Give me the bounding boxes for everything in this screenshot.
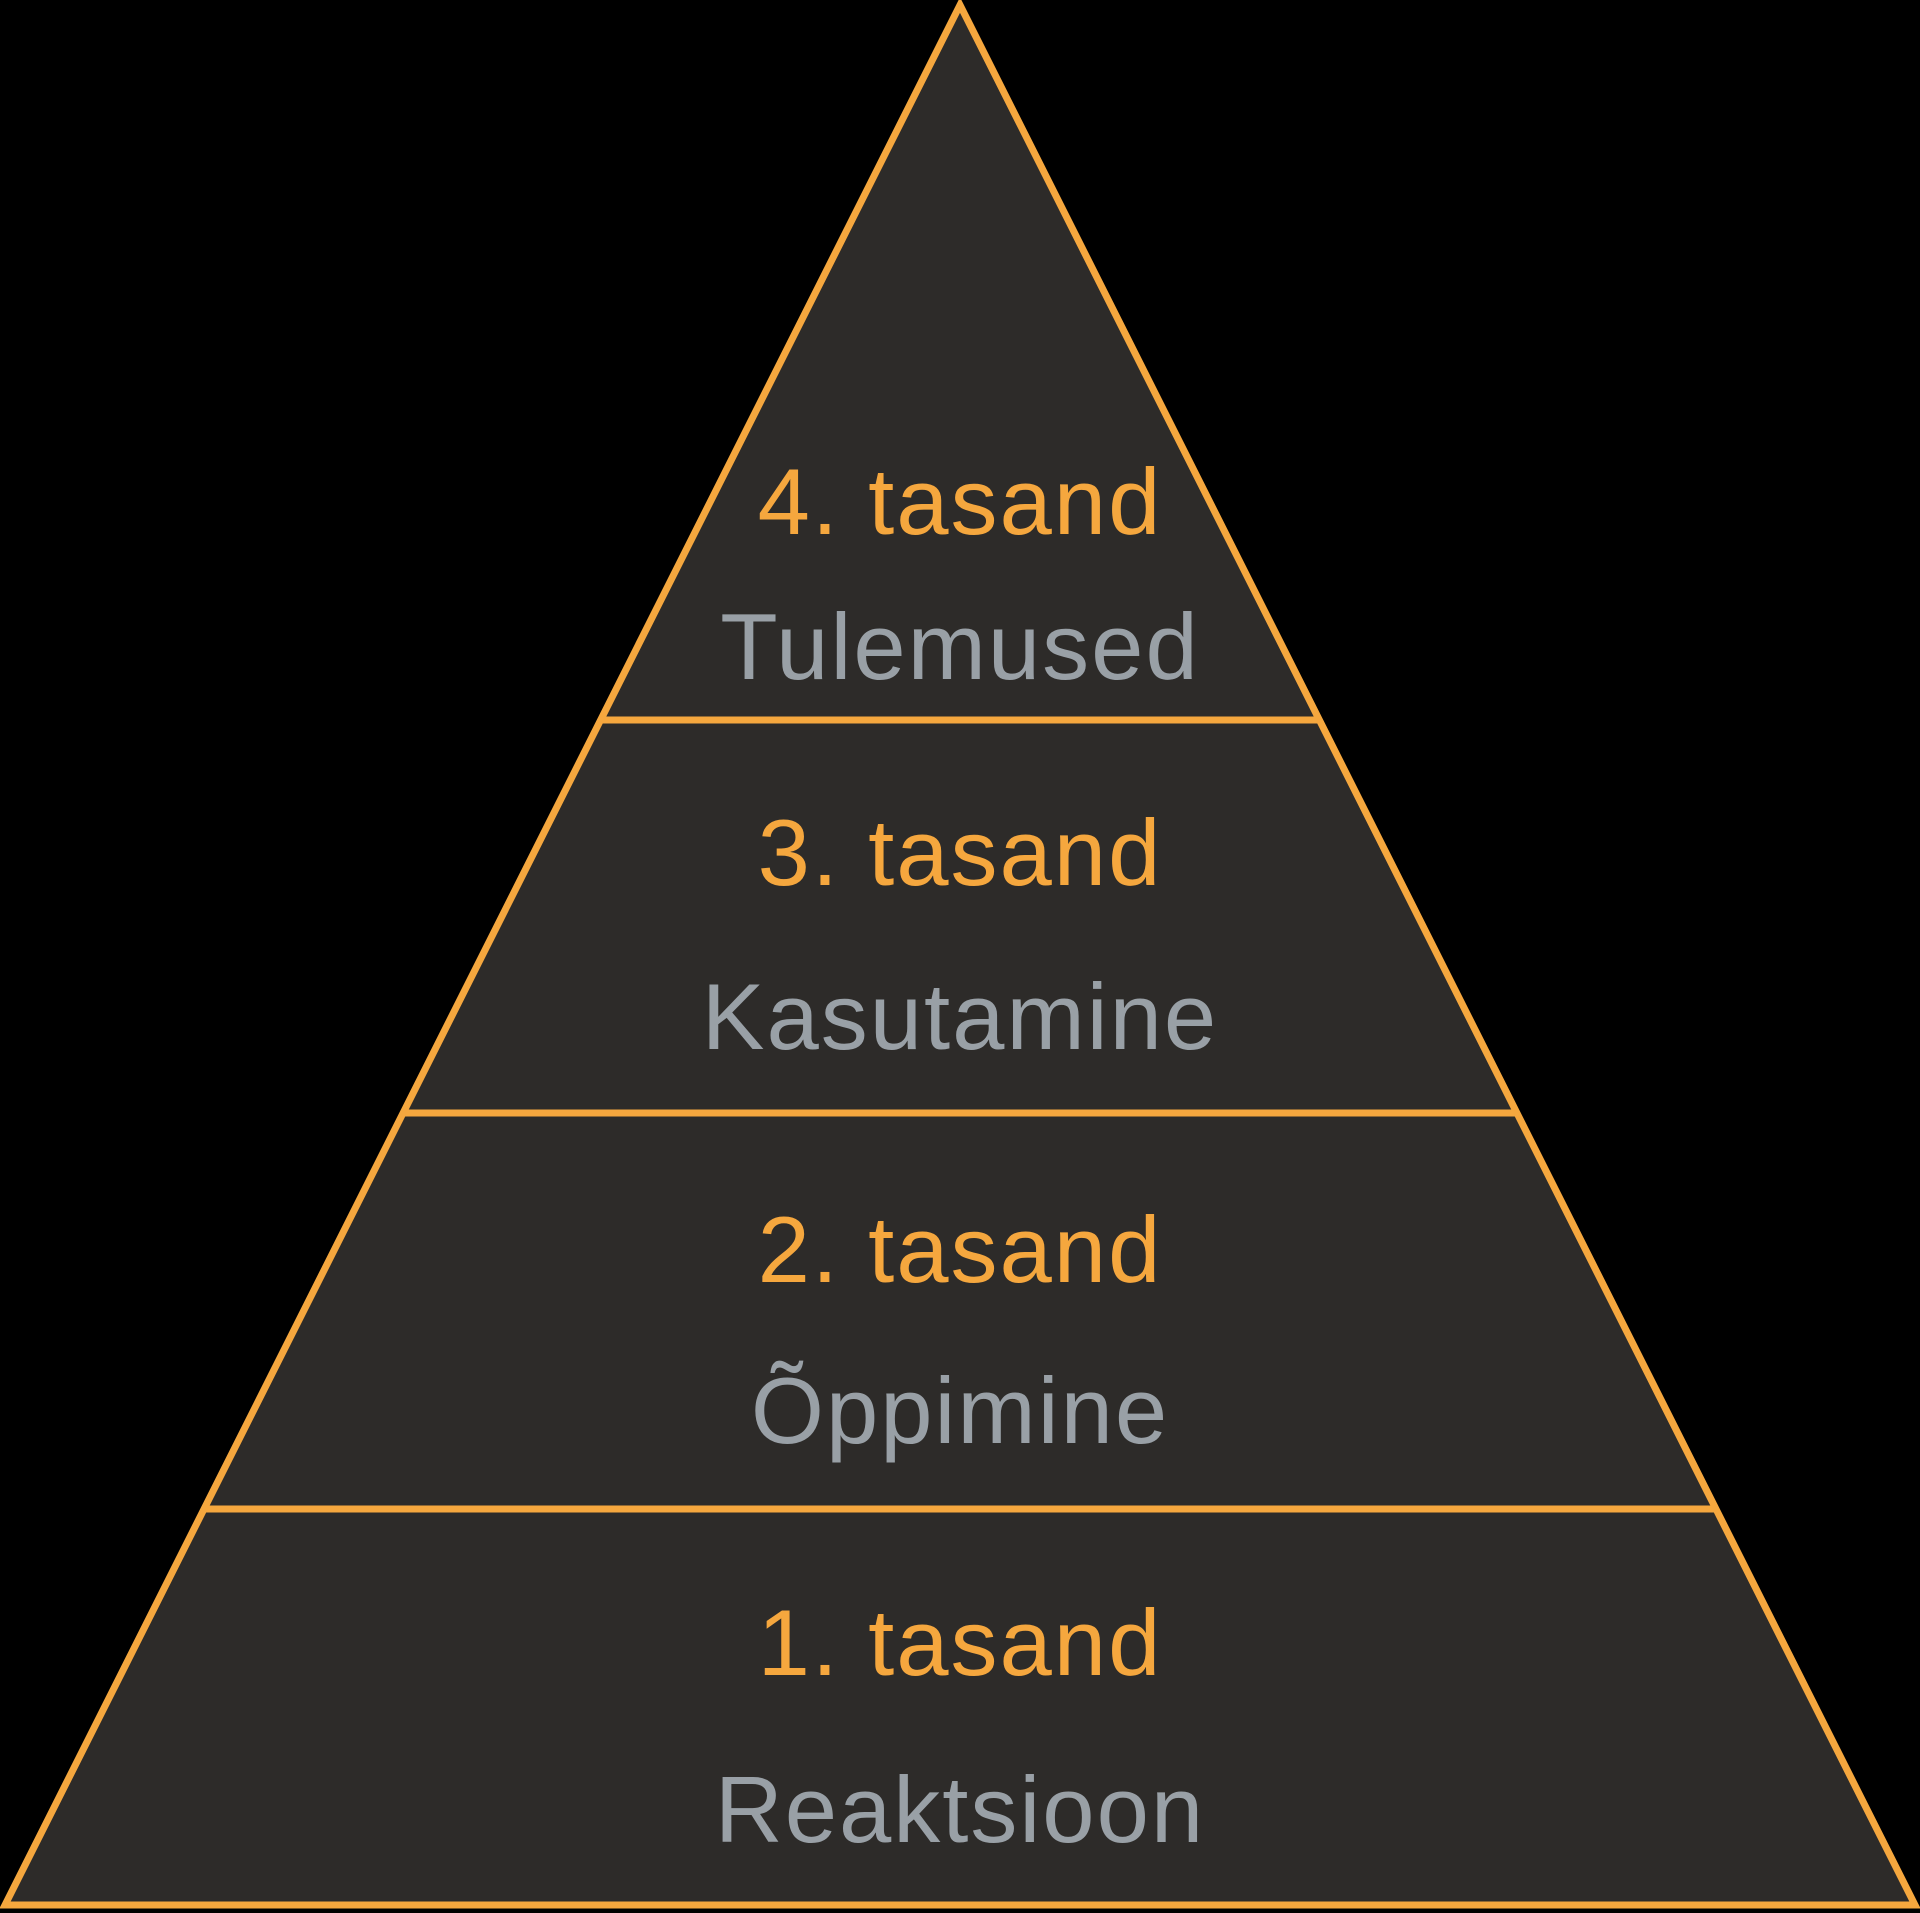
level-4-sublabel: Tulemused: [720, 594, 1200, 699]
level-2-label: 2. tasand: [758, 1197, 1163, 1302]
level-4: 4. tasand Tulemused: [720, 449, 1200, 699]
level-1-label: 1. tasand: [758, 1590, 1163, 1695]
level-3-label: 3. tasand: [758, 800, 1163, 905]
level-3: 3. tasand Kasutamine: [702, 800, 1218, 1069]
level-2-sublabel: Õppimine: [751, 1358, 1169, 1463]
level-1-sublabel: Reaktsioon: [715, 1757, 1205, 1862]
level-2: 2. tasand Õppimine: [751, 1197, 1169, 1463]
level-3-sublabel: Kasutamine: [702, 964, 1218, 1069]
level-1: 1. tasand Reaktsioon: [715, 1590, 1205, 1862]
level-4-label: 4. tasand: [758, 449, 1163, 554]
